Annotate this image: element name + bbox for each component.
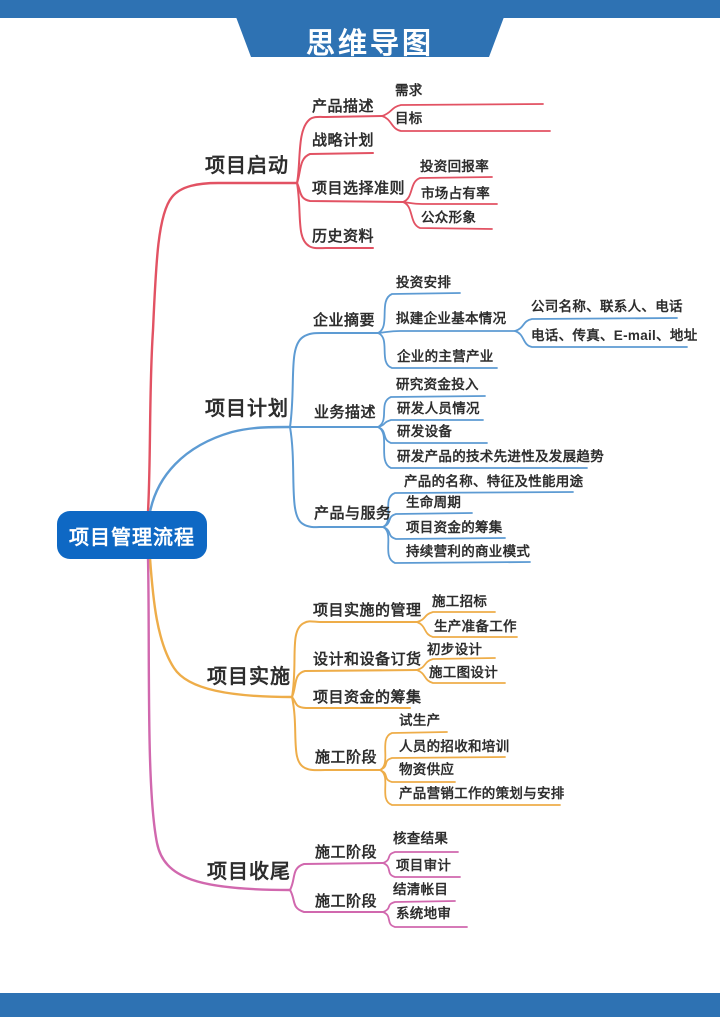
node-construction-drawing: 施工图设计 — [429, 665, 498, 680]
connector — [296, 182, 374, 250]
title-banner-shape — [0, 0, 720, 57]
connector — [377, 419, 484, 428]
connector — [416, 621, 518, 638]
connector — [289, 332, 379, 428]
connector — [381, 115, 551, 132]
connector — [382, 862, 461, 878]
connector — [379, 769, 561, 806]
connector — [291, 620, 418, 698]
node-preliminary-design: 初步设计 — [427, 642, 483, 657]
connector — [416, 669, 506, 684]
node-goal: 目标 — [395, 111, 423, 126]
node-initiation: 项目启动 — [205, 155, 289, 177]
connector — [377, 395, 486, 428]
node-closing: 项目收尾 — [207, 861, 291, 883]
node-closing-phase-1: 施工阶段 — [315, 844, 378, 861]
connector — [514, 317, 678, 332]
connector — [377, 332, 498, 369]
top-border-strip — [0, 0, 720, 18]
root-node: 项目管理流程 — [57, 511, 207, 559]
title-ribbon — [236, 17, 504, 57]
node-roi: 投资回报率 — [420, 159, 489, 174]
connector — [382, 851, 459, 864]
node-product-features: 产品的名称、特征及性能用途 — [404, 474, 584, 489]
connector — [289, 862, 384, 891]
connector — [379, 756, 506, 771]
node-closing-phase-2: 施工阶段 — [315, 893, 378, 910]
node-company-contact: 公司名称、联系人、电话 — [531, 299, 683, 314]
connector — [381, 103, 544, 117]
node-investment-arrangement: 投资安排 — [396, 275, 452, 290]
connector — [377, 426, 588, 469]
node-systematic-audit: 系统地审 — [396, 906, 452, 921]
node-company-summary: 企业摘要 — [313, 312, 376, 329]
node-fund-raising: 项目资金的筹集 — [406, 520, 503, 535]
node-design-equipment-order: 设计和设备订货 — [313, 651, 422, 668]
branch-implementation-curves — [148, 556, 561, 806]
connector — [382, 512, 473, 528]
branch-planning-curves — [148, 292, 688, 564]
connector — [296, 152, 374, 184]
connector — [289, 426, 384, 529]
node-historical-data: 历史资料 — [312, 228, 375, 245]
node-implementation: 项目实施 — [207, 666, 291, 688]
node-construction-bidding: 施工招标 — [432, 594, 488, 609]
node-rd-personnel: 研发人员情况 — [397, 401, 480, 416]
bottom-border-strip — [0, 993, 720, 1017]
connector — [382, 900, 456, 913]
connector — [416, 657, 496, 671]
node-products-services: 产品与服务 — [314, 505, 392, 522]
node-strategic-plan: 战略计划 — [312, 132, 375, 149]
node-tech-trend: 研发产品的技术先进性及发展趋势 — [397, 449, 604, 464]
node-research-funding: 研究资金投入 — [396, 377, 479, 392]
connector — [382, 911, 468, 928]
node-public-image: 公众形象 — [421, 210, 477, 225]
page-title: 思维导图 — [305, 28, 434, 60]
connector — [377, 292, 461, 334]
node-demand: 需求 — [395, 83, 423, 98]
connector — [377, 330, 516, 334]
node-planning: 项目计划 — [205, 398, 289, 420]
connector — [402, 201, 493, 230]
root-node-label: 项目管理流程 — [69, 526, 195, 549]
node-implementation-management: 项目实施的管理 — [313, 602, 422, 619]
node-production-preparation: 生产准备工作 — [434, 619, 517, 634]
node-verify-results: 核查结果 — [393, 831, 449, 846]
node-rd-equipment: 研发设备 — [397, 424, 453, 439]
connector — [148, 425, 292, 514]
connector — [148, 556, 294, 699]
branch-initiation-curves — [146, 103, 551, 514]
node-profit-model: 持续营利的商业模式 — [406, 544, 531, 559]
node-company-basic-info: 拟建企业基本情况 — [396, 311, 507, 326]
node-marketing-plan: 产品营销工作的策划与安排 — [399, 786, 565, 801]
node-construction-phase: 施工阶段 — [315, 749, 378, 766]
node-phone-fax-email: 电话、传真、E-mail、地址 — [531, 328, 698, 343]
branch-closing-curves — [146, 556, 468, 928]
connector — [416, 611, 496, 623]
connector — [146, 181, 299, 514]
connector — [146, 556, 292, 892]
node-settle-accounts: 结清帐目 — [393, 882, 449, 897]
connector — [291, 696, 381, 772]
node-recruitment-training: 人员的招收和培训 — [399, 739, 510, 754]
connector — [402, 176, 493, 203]
connector — [296, 115, 383, 184]
connector — [291, 669, 418, 698]
node-selection-criteria: 项目选择准则 — [312, 180, 406, 197]
node-project-fund-raising: 项目资金的筹集 — [313, 689, 422, 706]
node-main-industry: 企业的主营产业 — [397, 349, 494, 364]
node-market-share: 市场占有率 — [421, 186, 490, 201]
node-material-supply: 物资供应 — [399, 762, 455, 777]
connector — [382, 526, 531, 564]
node-trial-production: 试生产 — [399, 713, 441, 728]
connector — [402, 201, 498, 205]
node-product-description: 产品描述 — [312, 98, 375, 115]
node-business-description: 业务描述 — [314, 404, 377, 421]
node-life-cycle: 生命周期 — [406, 495, 462, 510]
connector — [289, 889, 384, 913]
node-project-audit: 项目审计 — [396, 858, 452, 873]
connector — [514, 330, 688, 348]
